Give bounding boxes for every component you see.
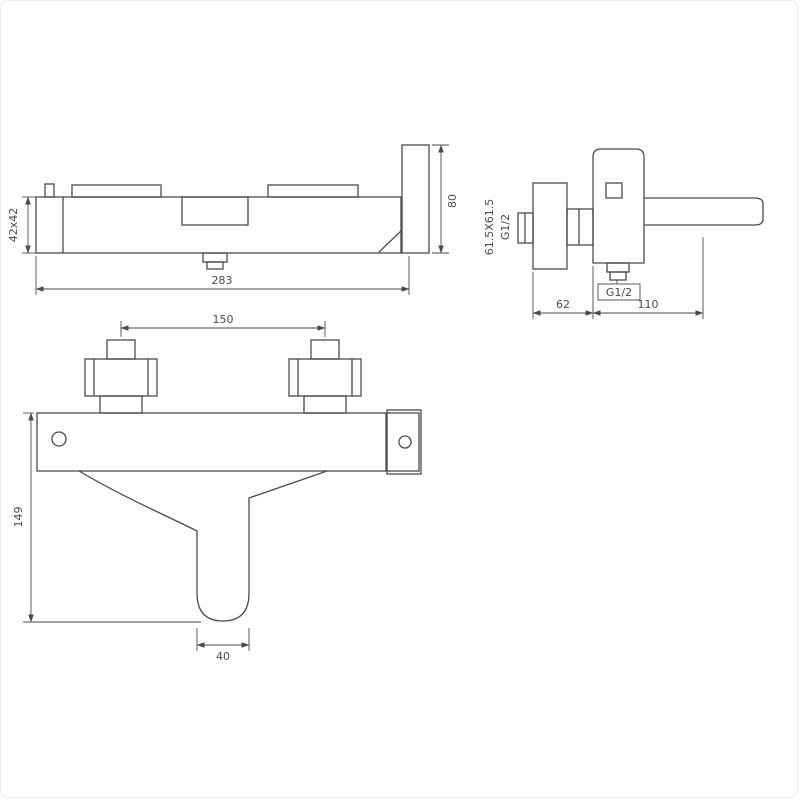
dim-label-overall-height: 149 [12, 507, 25, 528]
left-mount-plate [71, 184, 162, 198]
valve-body-side [592, 148, 645, 264]
dim-label-handle-length: 80 [446, 194, 459, 208]
left-union-nut [84, 358, 158, 397]
right-union-top [310, 339, 340, 360]
dim-label-outlet-thread: G1/2 [606, 286, 632, 299]
dim-label-wall-to-body: 62 [556, 298, 570, 311]
diverter-knob-upper [202, 252, 228, 263]
handle-lever [401, 144, 430, 254]
view-top: 42x42 283 80 [7, 144, 459, 295]
end-cap [386, 409, 422, 475]
dim-label-inlet-thread: G1/2 [499, 214, 512, 240]
right-union-nut [288, 358, 362, 397]
dim-label-union-spacing: 150 [213, 313, 234, 326]
right-screw [398, 435, 412, 449]
dim-label-wall-plate: 61.5X61.5 [483, 199, 496, 256]
outlet-collar [606, 262, 630, 273]
dim-label-body-section: 42x42 [7, 208, 20, 243]
dim-label-spout-width: 40 [216, 650, 230, 663]
right-mount-plate [267, 184, 359, 198]
wall-connector [566, 208, 594, 246]
bath-spout [78, 470, 328, 622]
left-union-top [106, 339, 136, 360]
handle-base-bevel [378, 229, 403, 253]
handle-lever-side [644, 197, 764, 226]
wall-flange [532, 182, 568, 270]
outlet-thread-box [597, 283, 641, 301]
top-nub [44, 183, 55, 198]
outlet-aerator [609, 271, 627, 281]
view-front: 150 149 40 [12, 313, 422, 663]
dim-label-spout-reach: 110 [638, 298, 659, 311]
cartridge-stem [605, 182, 623, 199]
left-screw [51, 431, 67, 447]
mixer-body-front [36, 412, 420, 472]
diverter-knob-lower [206, 261, 224, 270]
dim-label-overall-width: 283 [212, 274, 233, 287]
center-detail [181, 196, 249, 226]
right-union-neck [303, 395, 347, 414]
left-union-neck [99, 395, 143, 414]
view-side: 61.5X61.5 G1/2 G1/2 62 110 [483, 148, 764, 319]
